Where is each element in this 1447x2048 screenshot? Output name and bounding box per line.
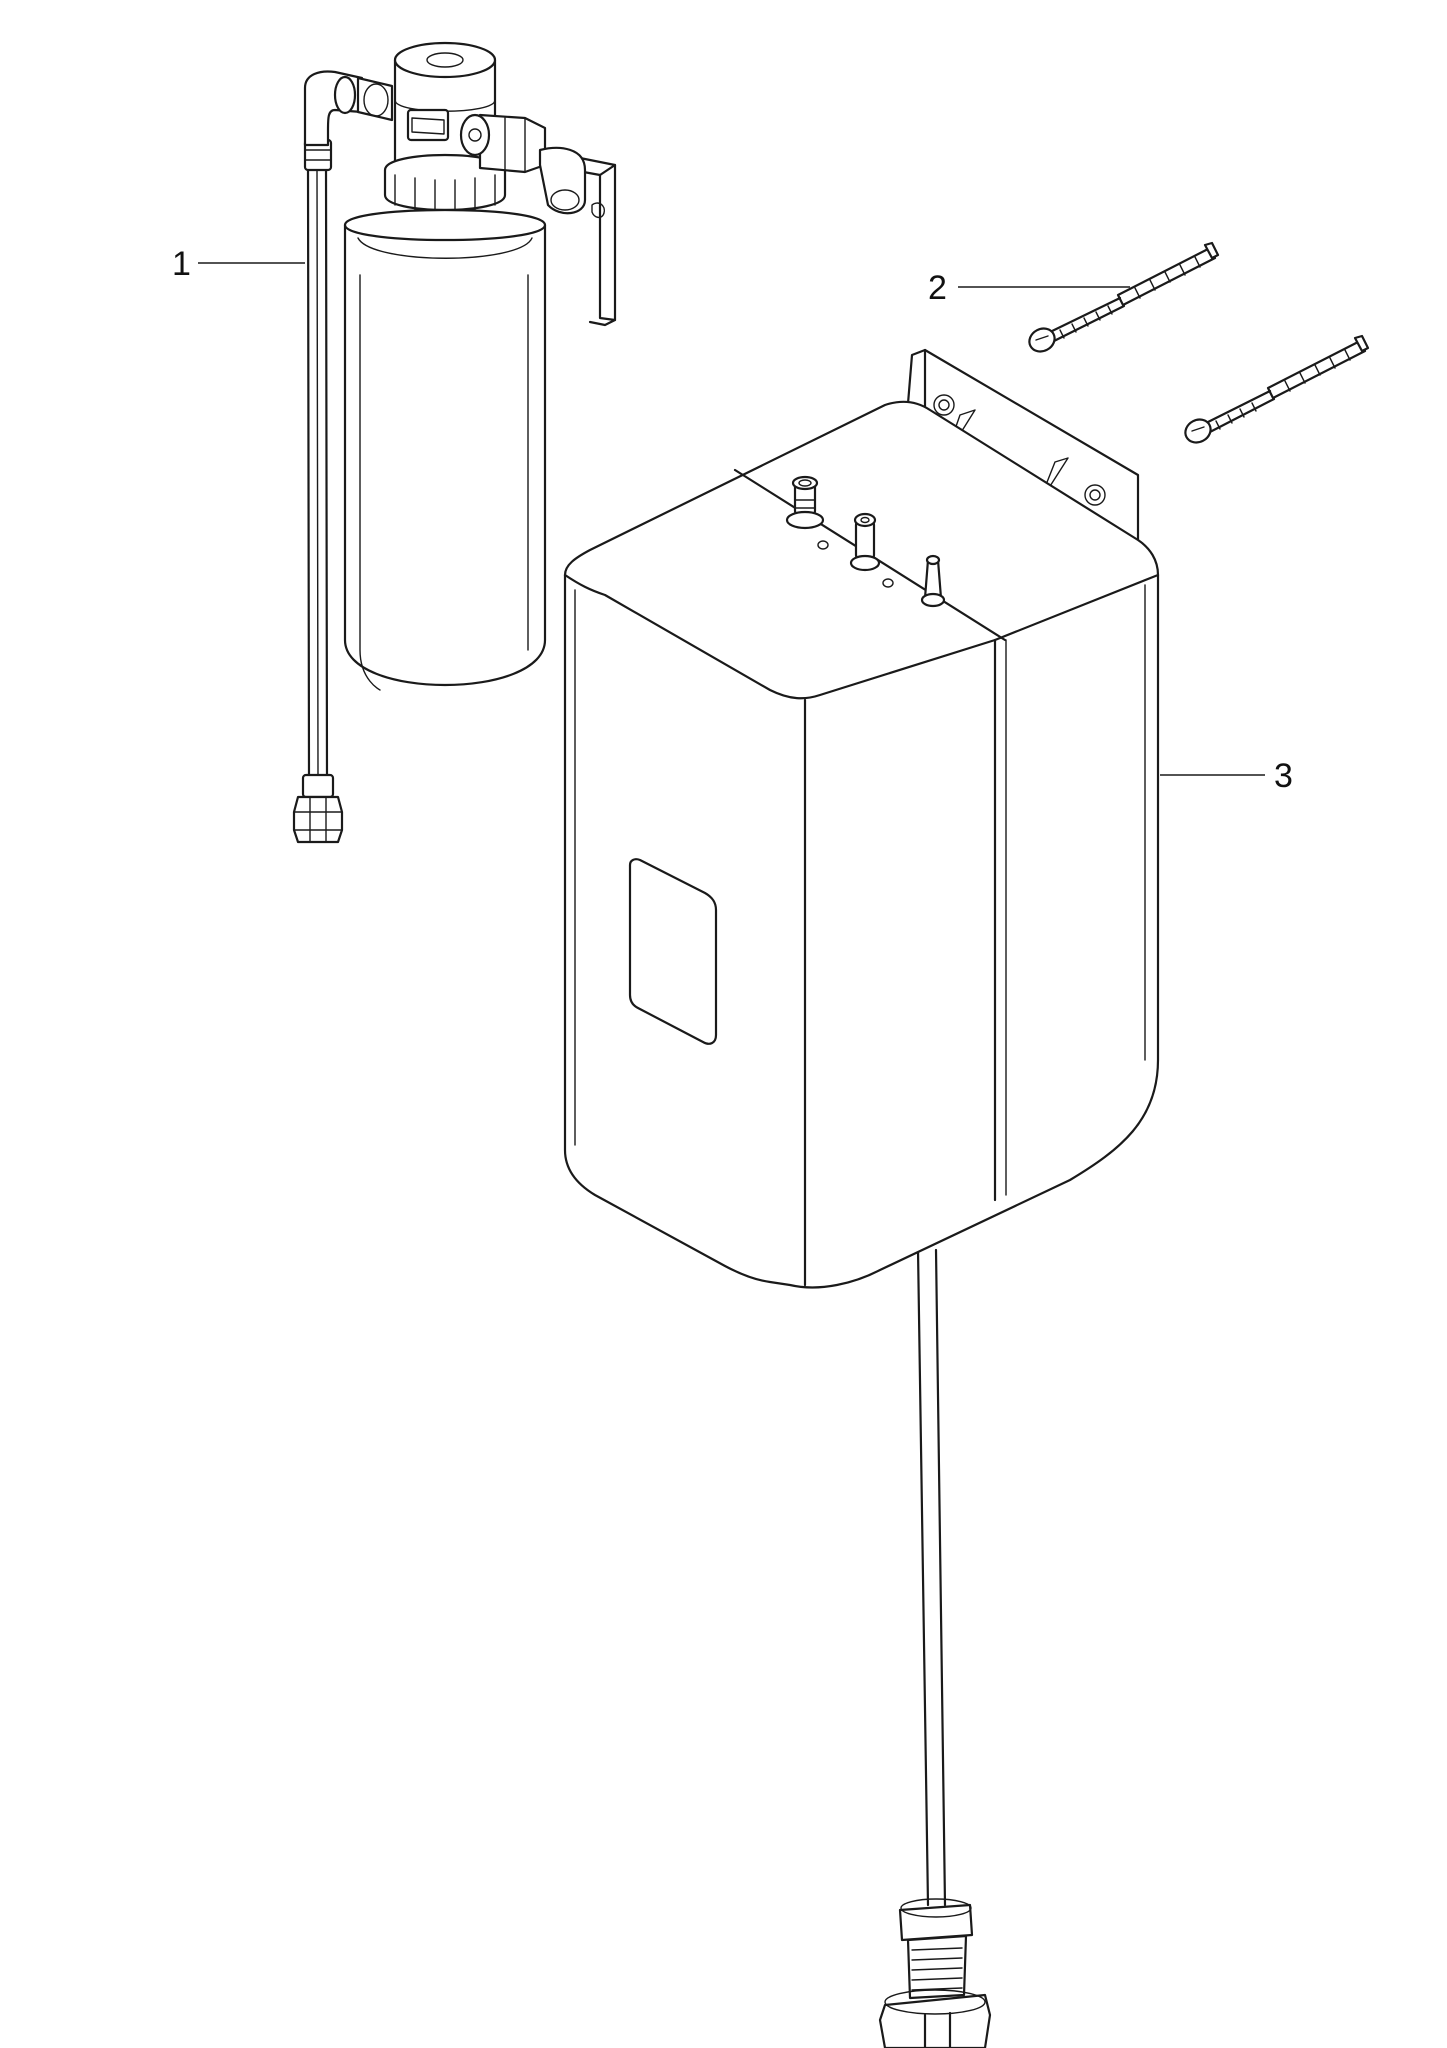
callout-label-1: 1	[172, 245, 191, 283]
display-window	[628, 858, 718, 1045]
screw-with-plug-upper	[1028, 241, 1220, 353]
screws-and-wall-plugs	[1028, 241, 1370, 444]
callout-3: 3	[1160, 757, 1293, 795]
callout-1: 1	[172, 245, 305, 283]
screw-with-plug-lower	[1184, 334, 1370, 444]
boiler-unit	[563, 348, 1160, 2048]
filter-cartridge	[343, 208, 547, 691]
power-cable	[916, 1248, 947, 1907]
outlet-nut-fitting	[459, 113, 587, 215]
callout-label-2: 2	[928, 269, 947, 307]
callout-2: 2	[928, 269, 1130, 307]
flexible-hose	[292, 138, 344, 844]
boiler-housing	[563, 400, 1160, 1289]
power-plug	[878, 1898, 992, 2048]
water-filter-assembly	[292, 41, 617, 844]
callout-label-3: 3	[1274, 757, 1293, 795]
top-connectors	[785, 475, 946, 608]
inlet-elbow-fitting	[303, 70, 394, 147]
